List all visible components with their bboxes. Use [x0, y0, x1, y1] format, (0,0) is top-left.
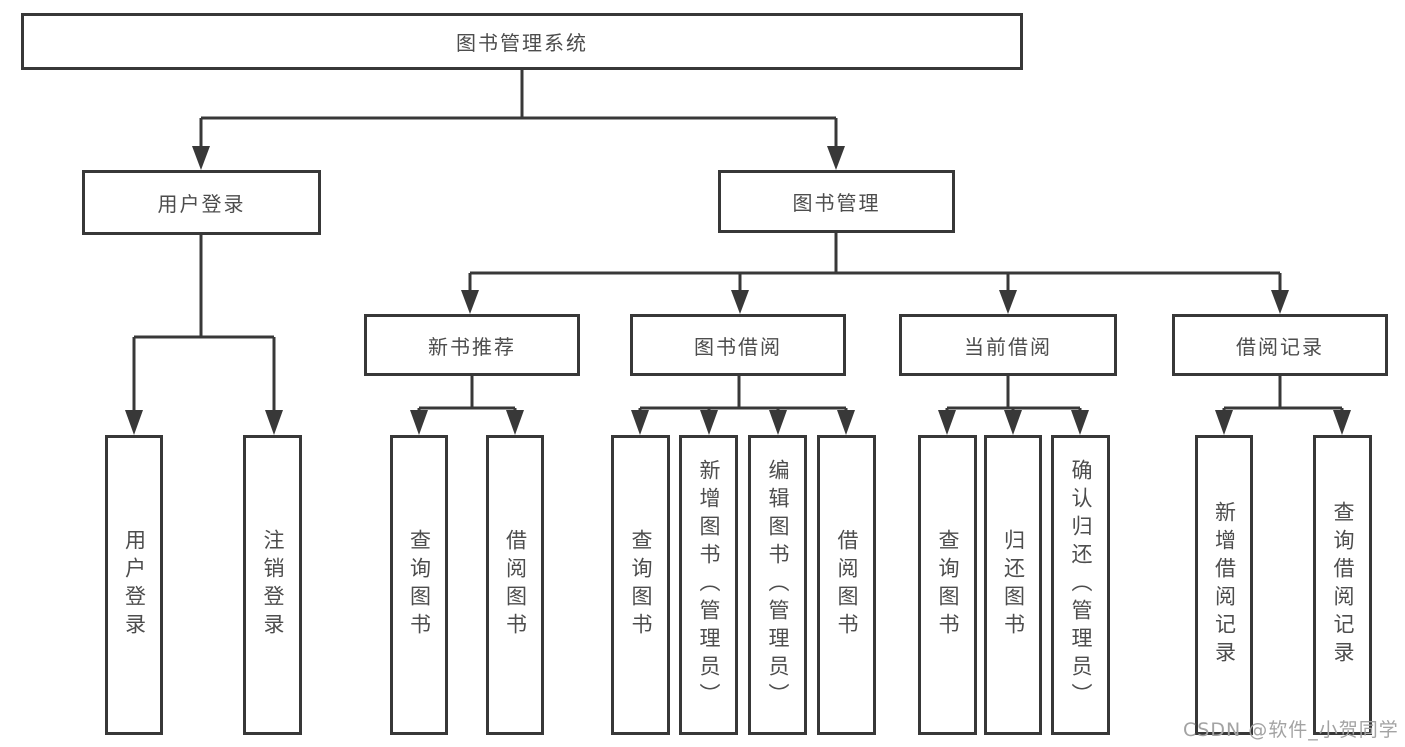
leaf-return-books: 归还图书: [984, 435, 1042, 735]
node-book-management: 图书管理: [718, 170, 955, 233]
leaf-borrow-books: 借阅图书: [817, 435, 876, 735]
leaf-query-books-recommend: 查询图书: [390, 435, 448, 735]
node-book-borrow: 图书借阅: [630, 314, 846, 376]
node-root-library-system: 图书管理系统: [21, 13, 1023, 70]
csdn-watermark: CSDN @软件_小贺同学: [1183, 719, 1399, 741]
node-borrow-records: 借阅记录: [1172, 314, 1388, 376]
leaf-add-books-admin: 新增图书（管理员）: [679, 435, 738, 735]
node-new-book-recommend: 新书推荐: [364, 314, 580, 376]
node-current-borrow: 当前借阅: [899, 314, 1117, 376]
leaf-edit-books-admin: 编辑图书（管理员）: [748, 435, 807, 735]
leaf-user-login: 用户登录: [105, 435, 163, 735]
leaf-add-borrow-record: 新增借阅记录: [1195, 435, 1253, 735]
leaf-query-borrow-record: 查询借阅记录: [1313, 435, 1372, 735]
leaf-query-books-borrow: 查询图书: [611, 435, 670, 735]
node-user-login: 用户登录: [82, 170, 321, 235]
leaf-query-books-current: 查询图书: [918, 435, 977, 735]
leaf-confirm-return-admin: 确认归还（管理员）: [1051, 435, 1110, 735]
leaf-borrow-books-recommend: 借阅图书: [486, 435, 544, 735]
leaf-logout: 注销登录: [243, 435, 302, 735]
